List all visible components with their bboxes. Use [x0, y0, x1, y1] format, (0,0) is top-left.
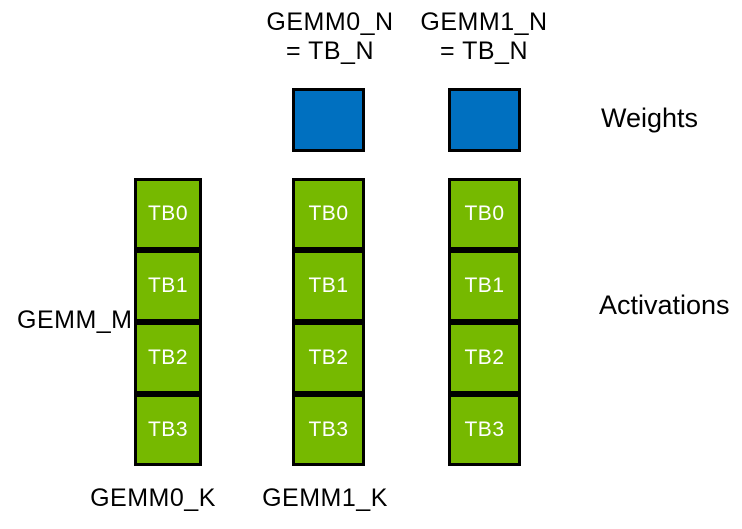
tb-block: TB0	[134, 178, 202, 250]
gemm0-n-header: GEMM0_N = TB_N	[240, 8, 420, 66]
tb-block: TB2	[134, 322, 202, 394]
tb-block: TB0	[448, 178, 521, 250]
tb-block: TB3	[134, 394, 202, 466]
gemm1-n-header: GEMM1_N = TB_N	[394, 8, 574, 66]
weights-square-gemm0	[292, 88, 365, 152]
gemm-m-label: GEMM_M	[17, 306, 133, 334]
tb-block: TB3	[292, 394, 365, 466]
gemm0-n-header-line2: = TB_N	[286, 37, 374, 65]
tb-block: TB2	[292, 322, 365, 394]
gemm1-n-header-line2: = TB_N	[440, 37, 528, 65]
tb-block: TB0	[292, 178, 365, 250]
gemm1-k-label: GEMM1_K	[262, 484, 388, 512]
weights-label: Weights	[601, 103, 699, 133]
gemm0-k-label: GEMM0_K	[90, 484, 216, 512]
tb-block: TB2	[448, 322, 521, 394]
activations-column-left: TB0 TB1 TB2 TB3	[134, 178, 202, 466]
activations-column-gemm0: TB0 TB1 TB2 TB3	[292, 178, 365, 466]
tb-block: TB1	[134, 250, 202, 322]
tb-block: TB3	[448, 394, 521, 466]
gemm1-n-header-line1: GEMM1_N	[420, 8, 548, 36]
tb-block: TB1	[292, 250, 365, 322]
activations-label: Activations	[599, 290, 730, 320]
gemm0-n-header-line1: GEMM0_N	[266, 8, 394, 36]
tb-block: TB1	[448, 250, 521, 322]
weights-square-gemm1	[448, 88, 521, 152]
activations-column-gemm1: TB0 TB1 TB2 TB3	[448, 178, 521, 466]
